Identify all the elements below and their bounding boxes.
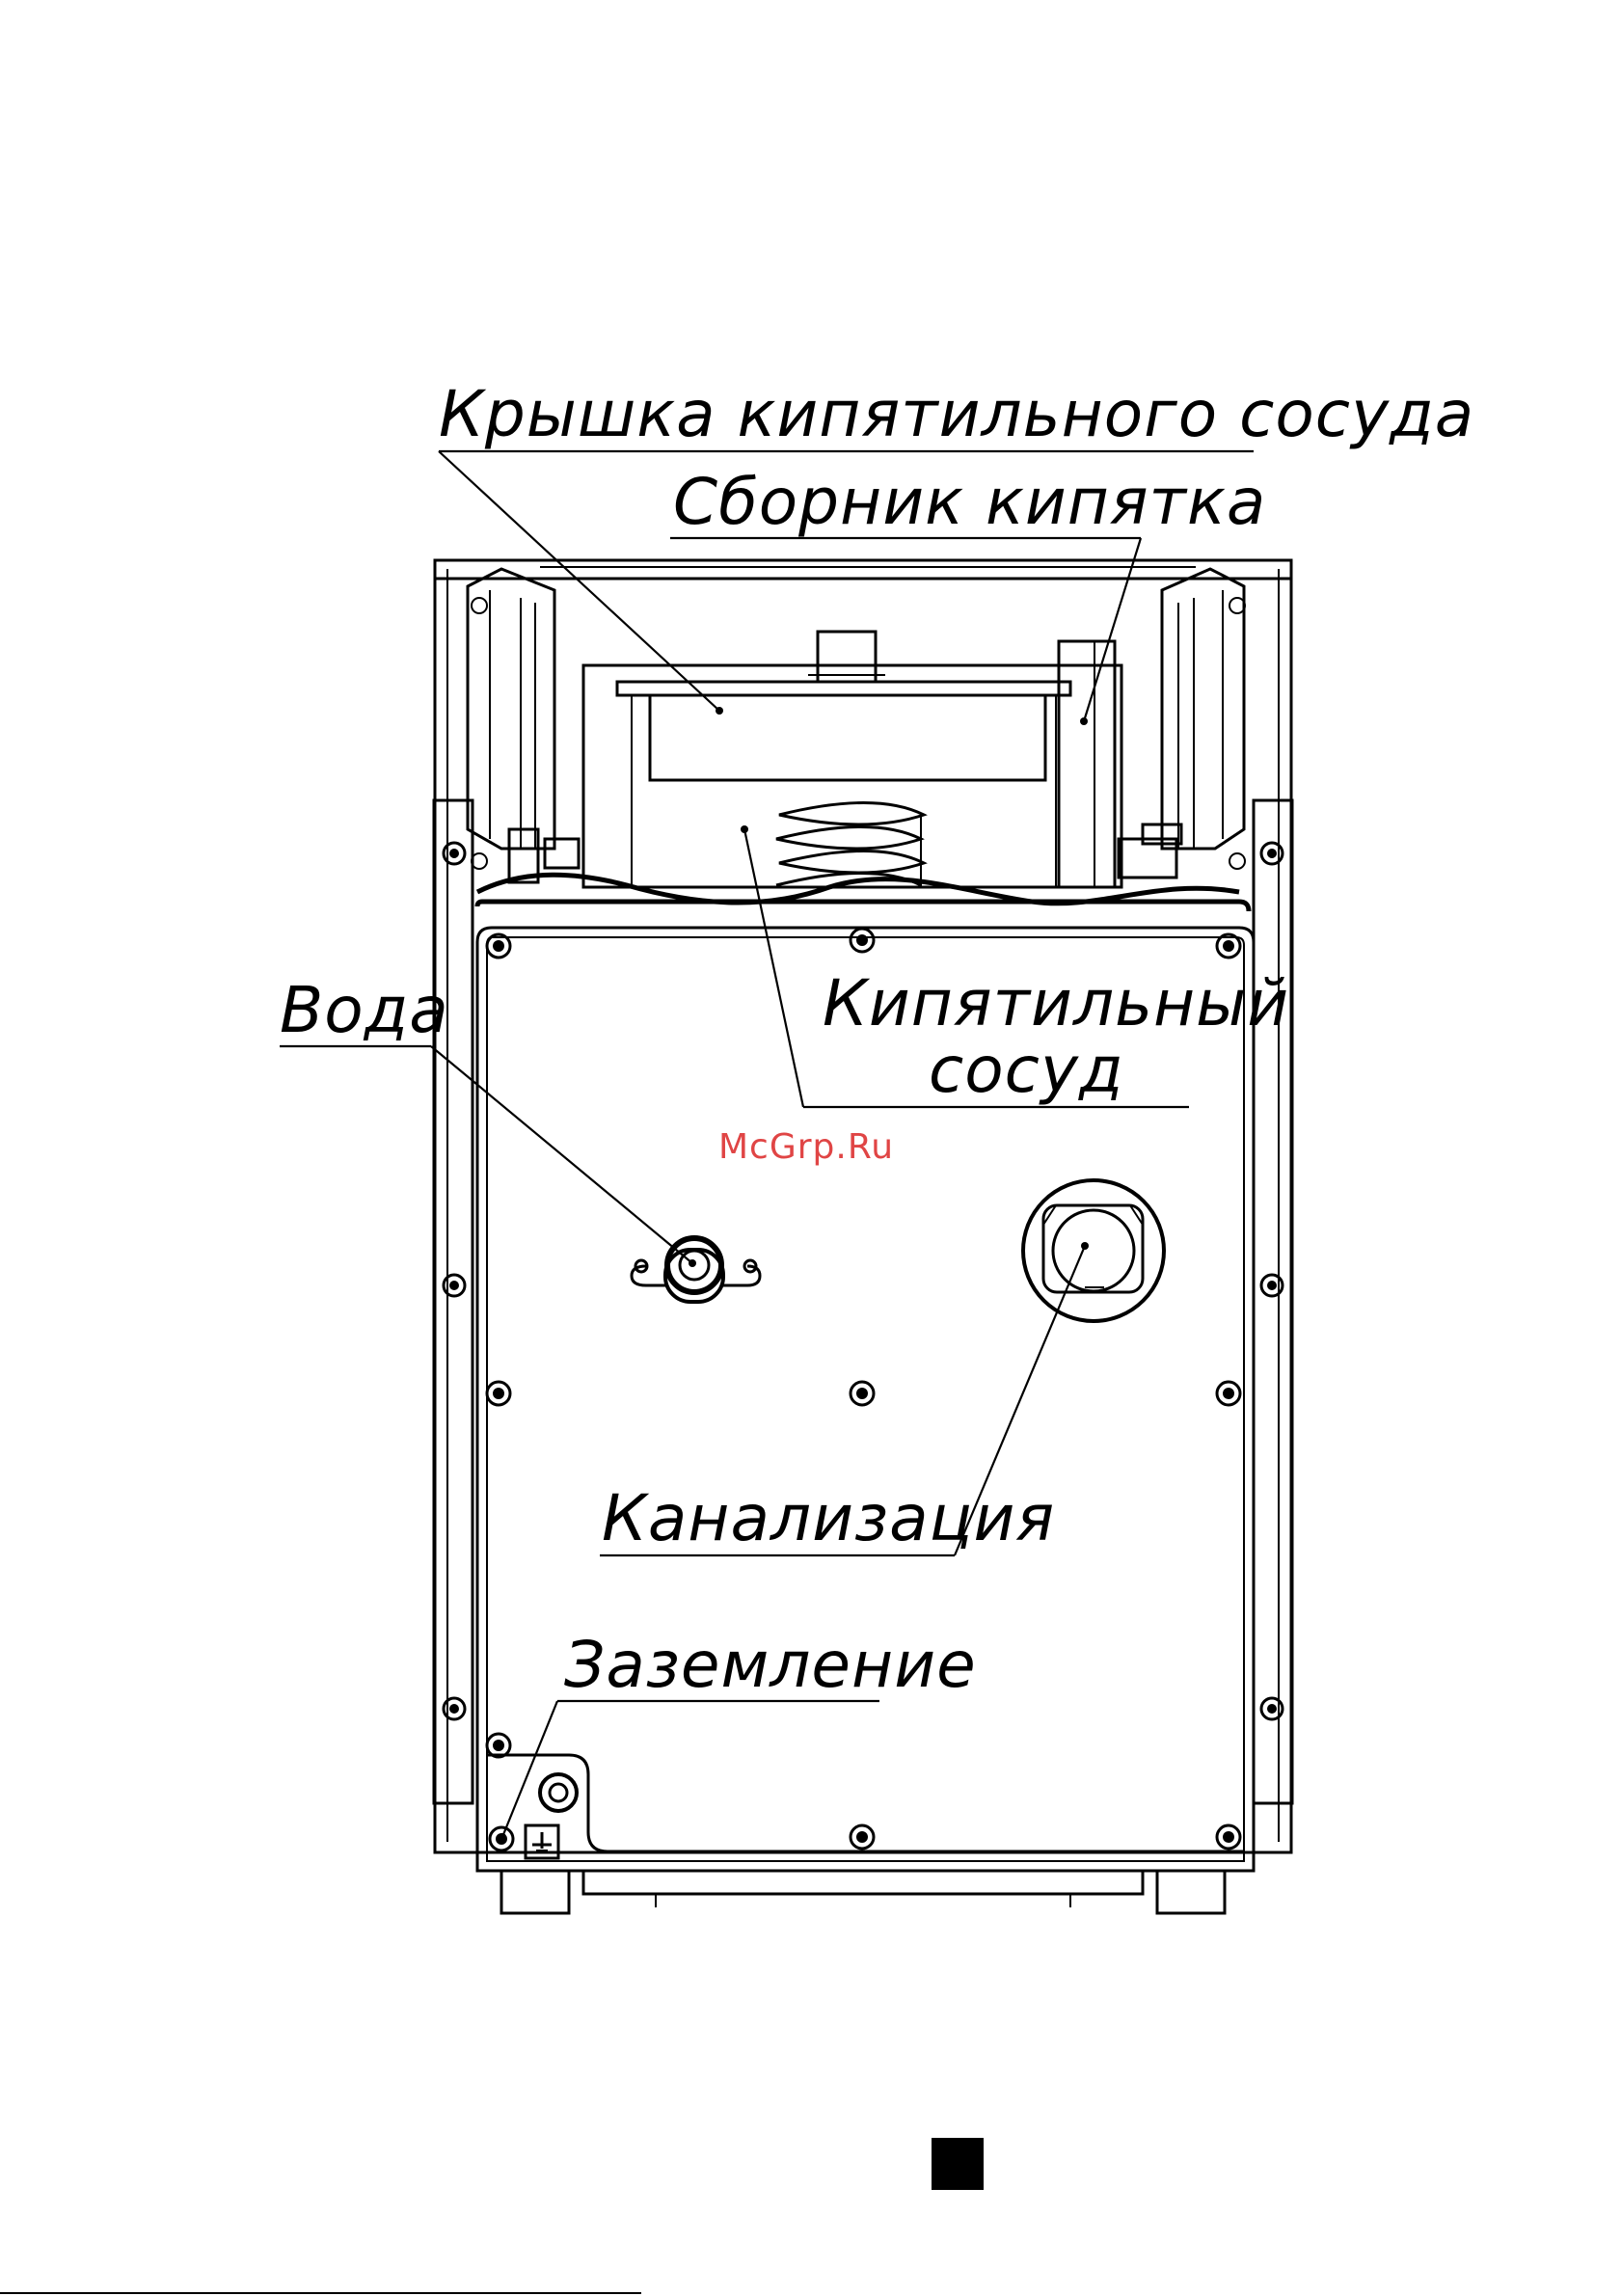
screw [487, 1382, 510, 1405]
upper-internals [468, 569, 1245, 904]
screw [851, 1825, 874, 1849]
label-collector: Сборник кипятка [673, 465, 1266, 539]
screw [487, 1734, 510, 1757]
heating-coil [776, 803, 924, 888]
label-lid: Крышка кипятильного сосуда [439, 377, 1474, 451]
watermark: McGrp.Ru [718, 1127, 894, 1167]
label-vessel-line1: Кипятильный [823, 966, 1289, 1040]
screw [1217, 1382, 1240, 1405]
label-vessel-line2: сосуд [929, 1033, 1124, 1107]
screw [851, 1382, 874, 1405]
front-panel [477, 902, 1254, 1913]
label-ground: Заземление [564, 1628, 977, 1702]
label-water: Вода [280, 973, 449, 1047]
page-marker [932, 2138, 984, 2190]
grounding-terminal [526, 1774, 577, 1858]
screw [851, 929, 874, 952]
screw [1217, 1825, 1240, 1849]
water-inlet [632, 1238, 760, 1302]
drain-outlet [1023, 1180, 1164, 1321]
label-drain: Канализация [602, 1481, 1055, 1555]
